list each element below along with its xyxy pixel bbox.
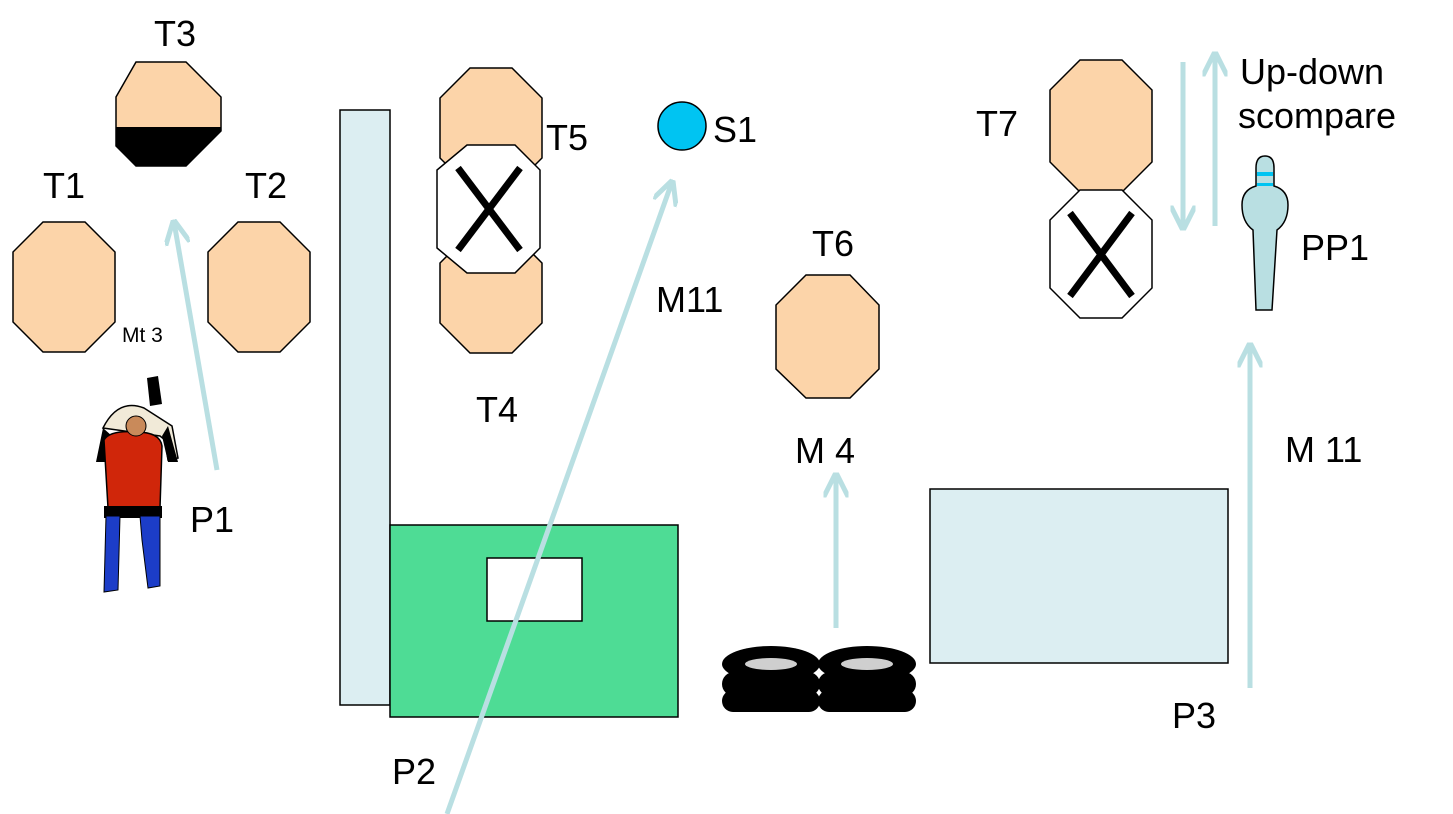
person-aiming-icon — [96, 376, 179, 593]
target-t6 — [775, 274, 880, 399]
label-m11-top: M11 — [656, 279, 723, 320]
label-m4: M 4 — [795, 430, 855, 471]
label-t5: T5 — [546, 117, 588, 158]
no-shoot-t7 — [1049, 189, 1153, 319]
label-t1: T1 — [43, 165, 85, 206]
label-t4: T4 — [476, 389, 518, 430]
wall-vertical — [339, 109, 391, 706]
target-t3 — [115, 61, 222, 167]
target-t7 — [1049, 59, 1153, 193]
label-t7: T7 — [976, 103, 1018, 144]
tire-stack-icon — [722, 646, 916, 712]
label-mt3: Mt 3 — [122, 324, 163, 347]
arrow-p2-to-s1 — [444, 182, 672, 814]
label-m11-right: M 11 — [1285, 429, 1362, 470]
no-shoot-t4-t5 — [436, 144, 541, 274]
label-t3: T3 — [154, 13, 196, 54]
label-p3: P3 — [1172, 695, 1216, 736]
target-t2 — [207, 221, 311, 353]
target-t1 — [12, 221, 116, 353]
label-pp1: PP1 — [1301, 227, 1369, 268]
steel-s1 — [657, 101, 707, 151]
pepper-popper-icon — [1241, 155, 1289, 311]
label-updown-line2: scompare — [1238, 95, 1396, 136]
label-t6: T6 — [812, 223, 854, 264]
label-p2: P2 — [392, 751, 436, 792]
label-s1: S1 — [713, 109, 757, 150]
label-p1: P1 — [190, 499, 234, 540]
arrow-p1-to-t3 — [174, 222, 220, 471]
label-updown-line1: Up-down — [1240, 51, 1384, 92]
wall-right — [929, 488, 1229, 664]
label-t2: T2 — [245, 165, 287, 206]
